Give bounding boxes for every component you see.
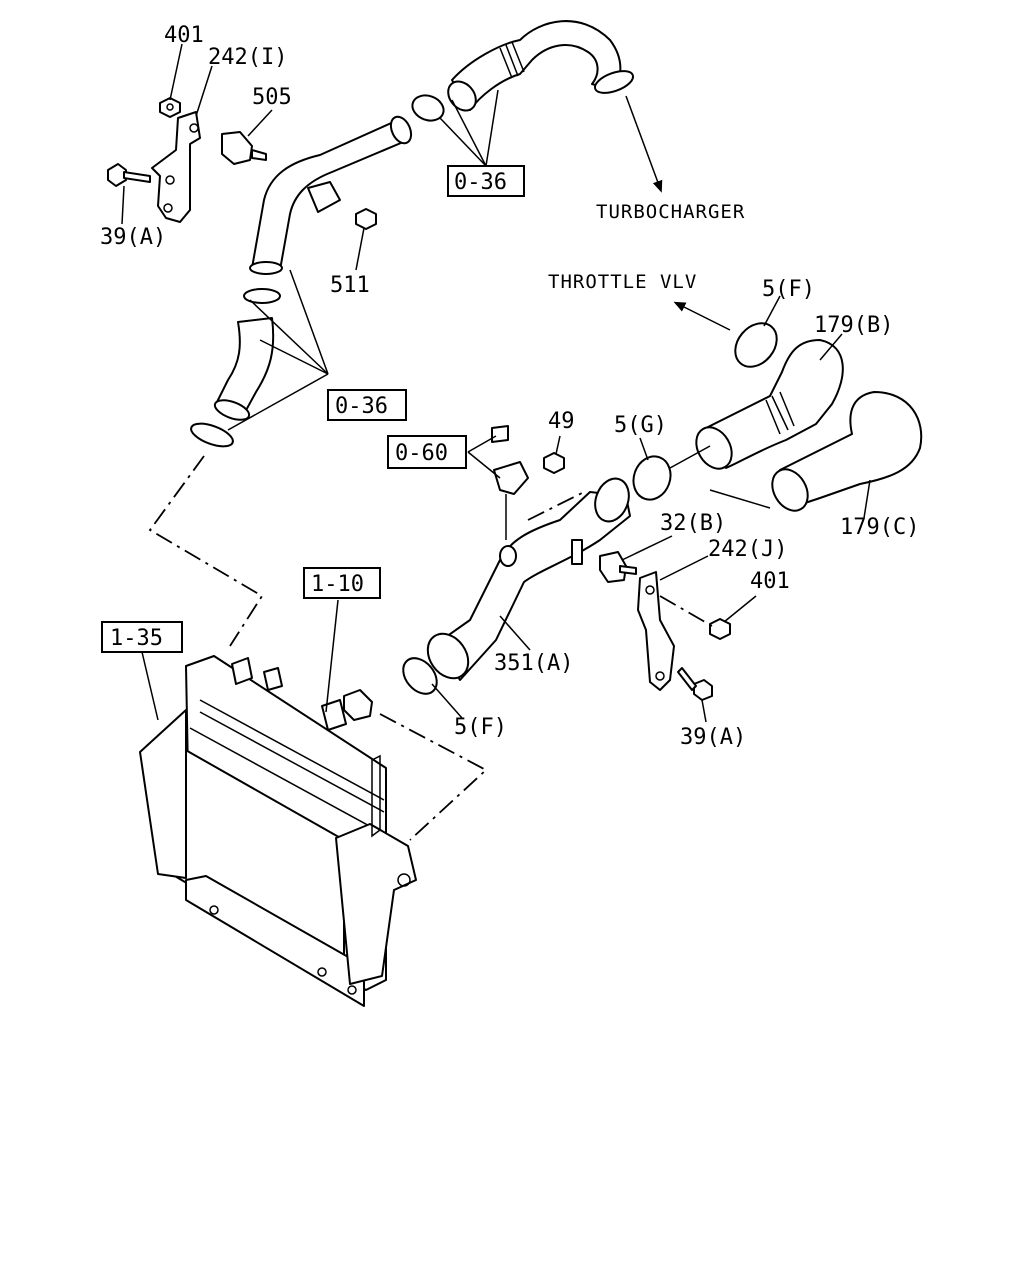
ref-box-0-36-top <box>447 165 525 197</box>
upper-intake-pipe <box>249 115 413 275</box>
bolt-39a-bottom <box>677 667 713 701</box>
label-505: 505 <box>252 85 292 110</box>
hose-clamp-top-left <box>411 94 445 122</box>
intercooler-left-shroud <box>139 709 187 879</box>
leader-179c <box>863 479 871 519</box>
bolt-alignment-dash <box>659 595 713 627</box>
nut-511 <box>355 208 377 230</box>
label-39a-bottom: 39(A) <box>680 725 746 750</box>
label-throttle-vlv: THROTTLE VLV <box>548 271 697 293</box>
label-401-right: 401 <box>750 569 790 594</box>
leader-179b <box>819 333 843 361</box>
upper-left-elbow-hose <box>190 288 281 448</box>
hose-alignment-line <box>669 445 771 509</box>
label-5f-top: 5(F) <box>762 277 815 302</box>
ref-box-1-10 <box>303 567 381 599</box>
label-179c: 179(C) <box>840 515 919 540</box>
label-turbocharger: TURBOCHARGER <box>596 201 745 223</box>
intercooler-right-tank <box>335 689 417 985</box>
label-0-60: 0-60 <box>395 441 448 466</box>
leader-242i <box>195 65 213 117</box>
leader-242j <box>659 555 709 581</box>
leader-511 <box>355 227 365 271</box>
label-5g: 5(G) <box>614 413 667 438</box>
label-49: 49 <box>548 409 575 434</box>
label-401-top: 401 <box>164 23 204 48</box>
nut-49 <box>543 452 565 474</box>
leader-0-60 <box>467 435 501 479</box>
leader-1-35 <box>141 651 159 721</box>
label-39a-top: 39(A) <box>100 225 166 250</box>
sensor-alignment-dash <box>527 491 585 521</box>
label-179b: 179(B) <box>814 313 893 338</box>
label-1-10: 1-10 <box>311 572 364 597</box>
leader-39a-top <box>121 185 125 225</box>
label-242i: 242(I) <box>208 45 287 70</box>
intercooler-top-fittings <box>231 657 347 731</box>
leader-0-36-mid <box>227 269 329 431</box>
label-32b: 32(B) <box>660 511 726 536</box>
ref-box-0-60 <box>387 435 467 469</box>
label-0-36-mid: 0-36 <box>335 394 388 419</box>
throttle-valve-arrow <box>673 301 731 331</box>
assembly-line-right <box>379 713 488 841</box>
hose-179b <box>695 339 844 470</box>
turbo-hose <box>447 20 622 112</box>
pipe-351a <box>426 477 631 681</box>
leader-401-top <box>169 43 183 101</box>
label-0-36-top: 0-36 <box>454 170 507 195</box>
hose-clamp-top-right <box>593 70 635 94</box>
hose-179c <box>771 391 923 512</box>
label-1-35: 1-35 <box>110 626 163 651</box>
nut-401-top <box>159 97 181 118</box>
sensor-0-60 <box>491 425 529 540</box>
leader-5g <box>639 437 649 461</box>
ref-box-0-36-mid <box>327 389 407 421</box>
intercooler-core <box>167 655 387 1007</box>
leader-5f-bottom <box>431 683 463 719</box>
leader-32b <box>621 535 673 561</box>
assembly-line-left <box>148 455 264 647</box>
label-511: 511 <box>330 273 370 298</box>
leader-5f-top <box>763 295 781 327</box>
turbocharger-arrow <box>625 95 663 193</box>
hose-clamp-5g <box>632 455 672 501</box>
hose-clamp-5f-bottom <box>402 657 438 695</box>
leader-505 <box>247 109 273 137</box>
leader-401-right <box>723 595 757 623</box>
leader-1-10 <box>325 599 339 713</box>
label-242j: 242(J) <box>708 537 787 562</box>
mount-32b <box>599 551 637 583</box>
bracket-242i <box>151 111 201 223</box>
hose-clamp-5f-top <box>734 322 778 368</box>
leader-0-36-top <box>439 89 499 167</box>
nut-401-right <box>709 618 731 640</box>
leader-39a-bottom <box>701 699 707 723</box>
leader-49 <box>555 435 561 455</box>
bracket-242j <box>637 571 675 691</box>
sensor-505 <box>221 131 267 165</box>
ref-box-1-35 <box>101 621 183 653</box>
label-5f-bottom: 5(F) <box>454 715 507 740</box>
bolt-39a-top <box>107 163 151 187</box>
label-351a: 351(A) <box>494 651 573 676</box>
leader-351a <box>499 615 531 651</box>
